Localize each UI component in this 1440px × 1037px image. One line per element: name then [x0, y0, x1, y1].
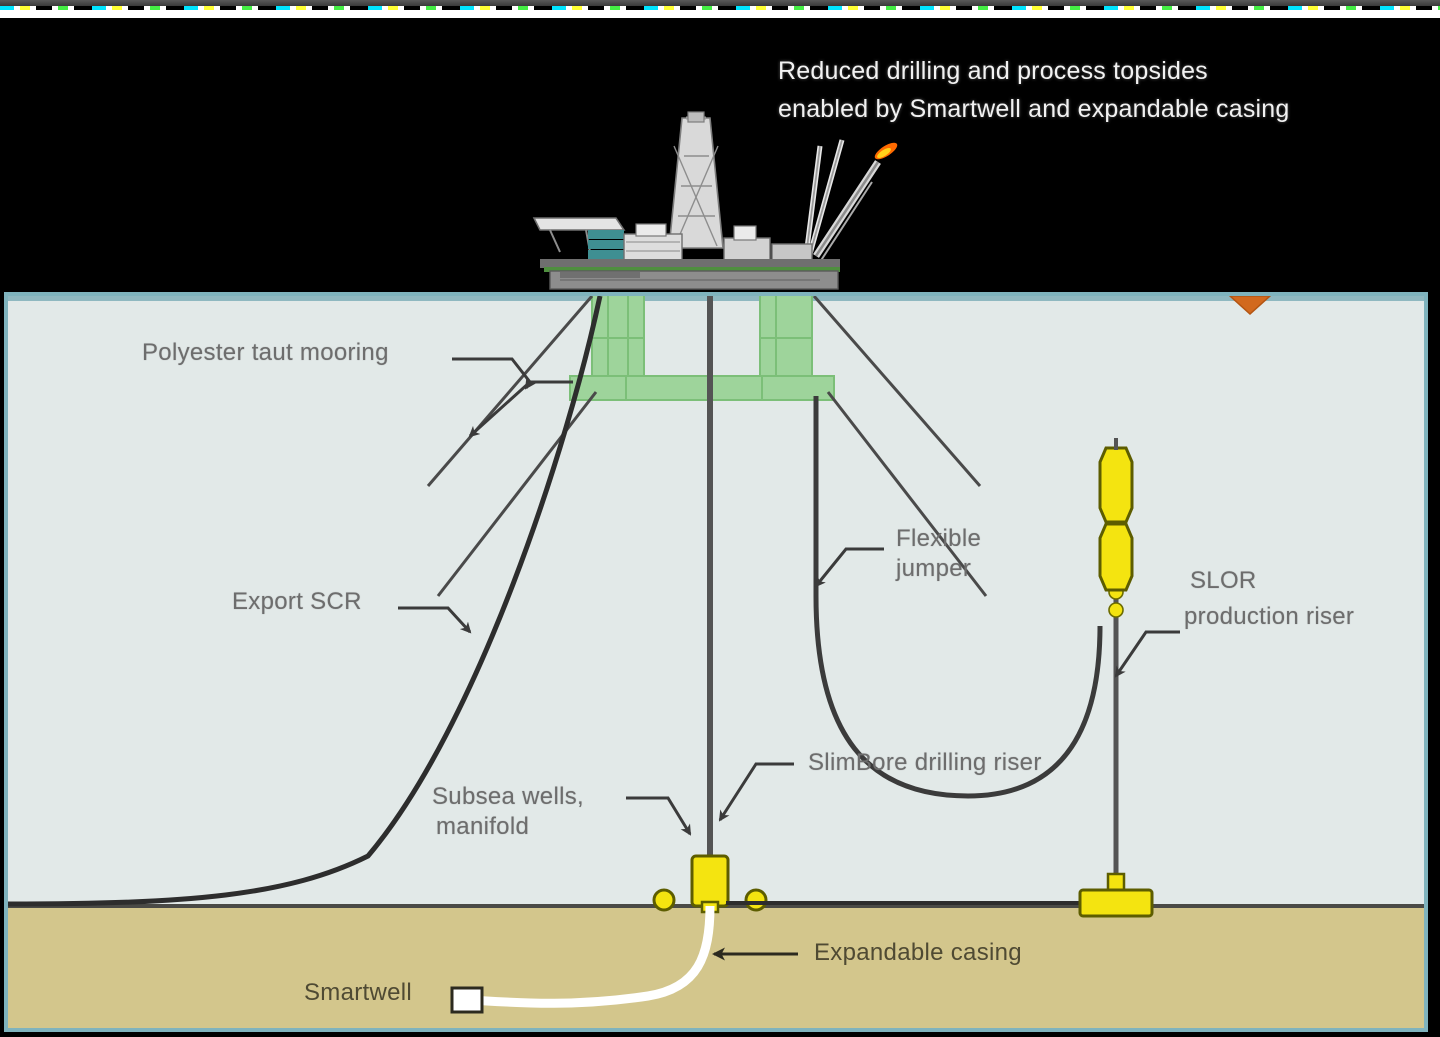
buoyancy-can-icon-upper: [1098, 446, 1134, 524]
headline-line-2: enabled by Smartwell and expandable casi…: [778, 95, 1290, 123]
sea-surface-line: [8, 296, 1424, 301]
label-slimbore-drilling-riser: SlimBore drilling riser: [808, 749, 1042, 776]
expandable-casing-line: [469, 905, 715, 1008]
smartwell-completion-icon: [450, 986, 484, 1014]
semisubmersible-platform: [532, 111, 898, 290]
label-subsea-wells-line1: Subsea wells,: [432, 783, 584, 810]
label-subsea-wells-line2: manifold: [436, 813, 530, 840]
flare-boom: [813, 142, 898, 263]
leader-flexible-jumper: [814, 547, 884, 588]
label-slor-line2: production riser: [1184, 603, 1355, 630]
drilling-derrick-icon: [668, 111, 724, 249]
crane-booms: [803, 139, 845, 257]
main-deck: [540, 259, 840, 290]
subsea-manifold-icon: [690, 854, 730, 908]
label-flexible-jumper-line1: Flexible: [896, 525, 982, 552]
wellhead-icon-left: [652, 888, 676, 912]
buoyancy-can-icon-lower: [1098, 522, 1134, 592]
color-dash-strip: [0, 6, 1440, 10]
export-scr-line: [8, 296, 603, 907]
subsea-manifold-group: [652, 854, 1108, 914]
label-expandable-casing: Expandable casing: [814, 939, 1022, 966]
headline-line-1: Reduced drilling and process topsides: [778, 57, 1208, 85]
seabed-region: [8, 904, 1424, 1028]
label-slor-line1: SLOR: [1190, 567, 1257, 594]
flexible-jumper-line: [813, 396, 1103, 799]
label-smartwell: Smartwell: [304, 979, 413, 1006]
white-separator-strip: [0, 10, 1440, 18]
slor-production-riser: [1098, 438, 1134, 896]
leader-slor-riser: [1114, 630, 1180, 678]
helideck-icon: [532, 217, 626, 259]
riser-base-icon: [1078, 872, 1154, 918]
label-flexible-jumper-line2: jumper: [896, 555, 972, 582]
headline-text: Reduced drilling and process topsides en…: [778, 52, 1418, 128]
flare-flame-icon: [874, 142, 898, 160]
label-polyester-taut-mooring: Polyester taut mooring: [142, 339, 389, 366]
riser-connector-lower: [1108, 602, 1124, 618]
top-border-strip: [0, 0, 1440, 6]
leader-export-scr: [398, 606, 472, 634]
subsea-vector-layer: [8, 296, 1272, 1014]
wellhead-icon-right: [744, 888, 768, 912]
label-export-scr: Export SCR: [232, 588, 362, 615]
leader-polyester-mooring: [452, 357, 573, 438]
water-level-marker-icon: [1228, 296, 1272, 316]
leader-slimbore-riser: [718, 762, 794, 822]
subsea-diagram: Polyester taut mooring Export SCR Flexib…: [4, 292, 1428, 1032]
process-modules: [623, 223, 813, 261]
semisub-hull: [569, 296, 835, 401]
polyester-taut-mooring-lines: [426, 296, 988, 597]
leader-subsea-wells: [626, 796, 692, 836]
